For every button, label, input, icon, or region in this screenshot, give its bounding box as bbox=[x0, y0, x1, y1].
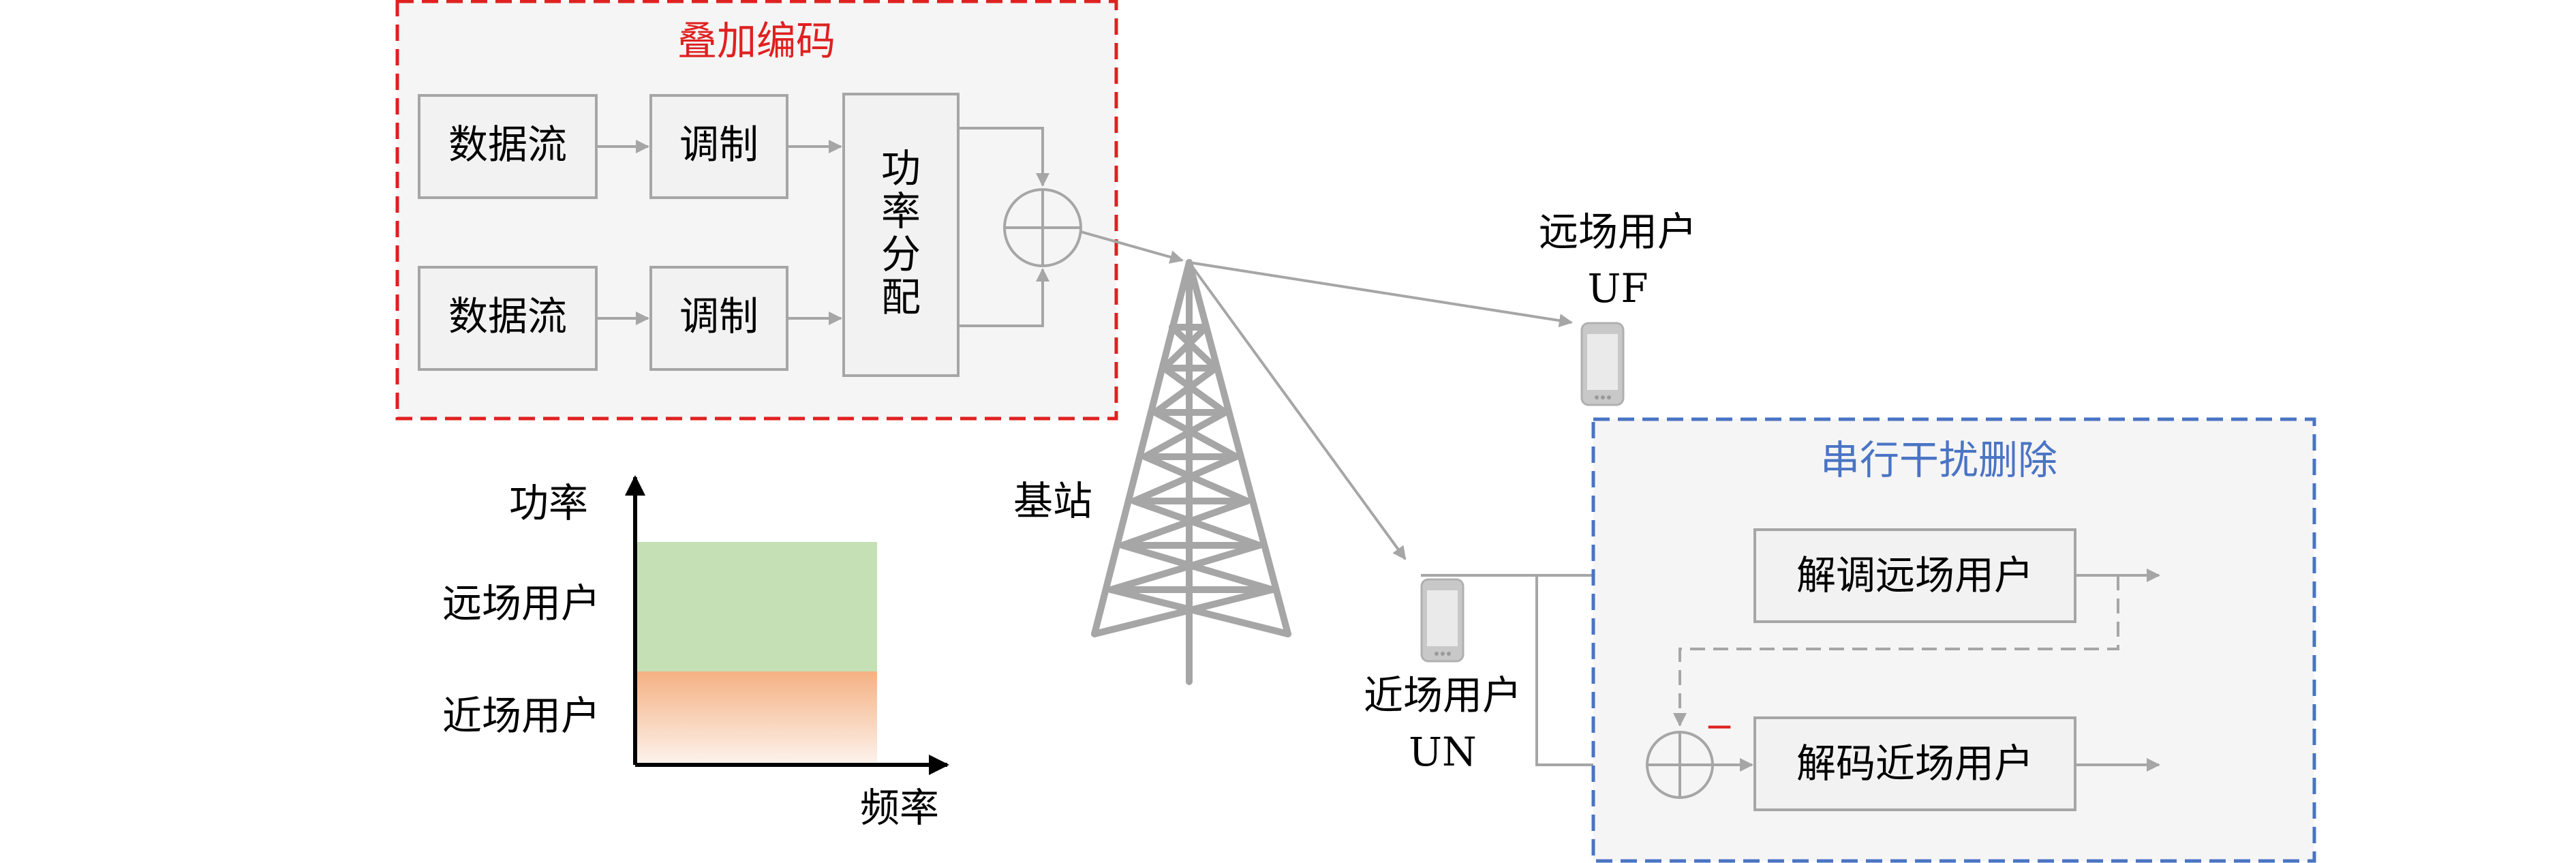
modulation-1-label: 调制 bbox=[679, 121, 758, 168]
far-user-power-band bbox=[635, 542, 877, 671]
phone-icon bbox=[1420, 578, 1465, 663]
far-user-label: 远场用户 bbox=[1539, 209, 1697, 255]
power-allocation-char-2: 率 bbox=[881, 188, 921, 234]
near-user-label: 近场用户 bbox=[1364, 672, 1522, 718]
data-stream-2-label: 数据流 bbox=[448, 293, 567, 339]
tower-icon bbox=[1091, 259, 1291, 685]
link-tower-to-far-user bbox=[1189, 261, 1573, 328]
decode-near-user-box bbox=[1753, 716, 2076, 811]
decode-near-user-label: 解码近场用户 bbox=[1796, 740, 2034, 787]
superposition-coding-panel: 叠加编码 数据流 调制 数据流 调制 功 率 分 配 bbox=[395, 0, 1118, 421]
demod-far-user-label: 解调远场用户 bbox=[1796, 552, 2034, 599]
data-stream-2-box bbox=[418, 266, 598, 371]
data-stream-1-label: 数据流 bbox=[448, 121, 567, 168]
link-tower-to-near-user bbox=[1188, 261, 1407, 560]
near-user-power-band bbox=[635, 671, 877, 762]
data-stream-1-box bbox=[418, 94, 598, 199]
power-axis-label: 功率 bbox=[509, 480, 588, 526]
sic-title: 串行干扰删除 bbox=[1820, 437, 2057, 483]
power-allocation-char-3: 分 bbox=[881, 231, 921, 277]
modulation-1-box bbox=[649, 94, 788, 199]
sic-feedback-path bbox=[1673, 575, 2119, 727]
power-allocation-char-1: 功 bbox=[881, 145, 921, 192]
near-user-band-label: 近场用户 bbox=[442, 693, 600, 739]
arrow-power-to-adder-bottom bbox=[958, 268, 1049, 327]
near-user-abbr: UN bbox=[1409, 729, 1477, 775]
arrow-power-to-adder-top bbox=[958, 127, 1049, 187]
superposition-title: 叠加编码 bbox=[677, 18, 835, 64]
demod-far-user-box bbox=[1753, 528, 2076, 623]
adder-icon bbox=[1003, 188, 1082, 267]
sic-minus-sign: − bbox=[1704, 706, 1734, 747]
power-allocation-char-4: 配 bbox=[881, 274, 921, 320]
phone-icon bbox=[1580, 322, 1625, 406]
power-allocation-box bbox=[842, 93, 960, 377]
modulation-2-label: 调制 bbox=[679, 293, 758, 339]
base-station-label: 基站 bbox=[1013, 478, 1092, 524]
far-user-band-label: 远场用户 bbox=[442, 580, 600, 626]
power-frequency-chart: 功率 频率 远场用户 近场用户 bbox=[442, 475, 949, 831]
frequency-axis-label: 频率 bbox=[860, 785, 939, 831]
far-user-abbr: UF bbox=[1587, 265, 1648, 312]
adder-icon bbox=[1646, 731, 1714, 799]
arrow-adder-to-tower bbox=[1080, 230, 1184, 264]
sic-panel: 串行干扰删除 解调远场用户 解码近场用户 − bbox=[1591, 417, 2316, 863]
